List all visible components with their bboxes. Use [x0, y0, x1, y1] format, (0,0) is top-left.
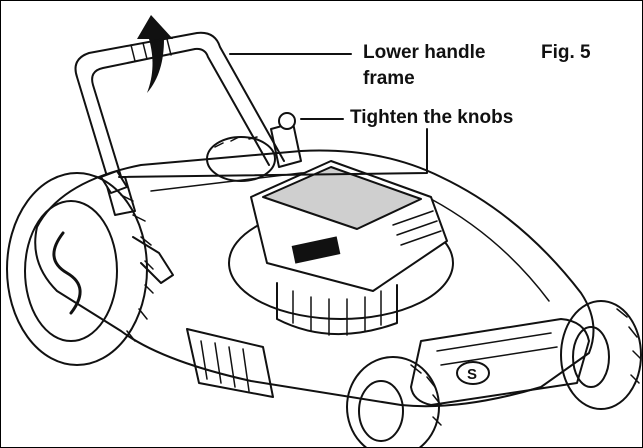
callout-lower-handle-line2: frame [363, 68, 415, 89]
lower-handle-frame [74, 31, 285, 184]
battery-grip [392, 210, 442, 246]
front-right-wheel-tread [616, 308, 642, 384]
right-knob [278, 112, 296, 130]
front-right-wheel [560, 300, 642, 410]
motor-fins [292, 290, 382, 336]
battery-label [291, 236, 341, 264]
figure-number: Fig. 5 [541, 42, 591, 63]
brand-logo [456, 361, 490, 385]
side-vent [186, 328, 274, 398]
rear-left-wheel-hub-mark [52, 231, 82, 315]
rear-left-wheel-tread [120, 194, 154, 342]
front-bumper-inner [436, 332, 558, 366]
front-right-wheel-hub [572, 326, 610, 388]
side-vent-slats [200, 340, 250, 392]
front-left-wheel [346, 356, 440, 447]
mower-deck [34, 149, 595, 408]
rear-right-wheel-tread [214, 136, 258, 148]
battery-top [262, 166, 422, 230]
handle-grip [130, 38, 172, 62]
callout-lower-handle-line1: Lower handle [363, 42, 486, 63]
front-left-wheel-tread [410, 364, 442, 426]
motor-body [276, 282, 398, 335]
leader-line-knobs-branch [118, 128, 428, 178]
rear-left-wheel [6, 172, 148, 366]
rear-left-wheel-hub [24, 200, 118, 342]
motion-arrow [137, 15, 173, 93]
callout-tighten-knobs: Tighten the knobs [350, 107, 514, 128]
lower-handle-frame-inner [91, 47, 270, 184]
rear-right-wheel [206, 136, 276, 182]
left-lever [132, 236, 174, 284]
brand-mark: S [467, 366, 477, 383]
front-left-wheel-hub [358, 380, 404, 442]
front-bumper [410, 318, 590, 406]
